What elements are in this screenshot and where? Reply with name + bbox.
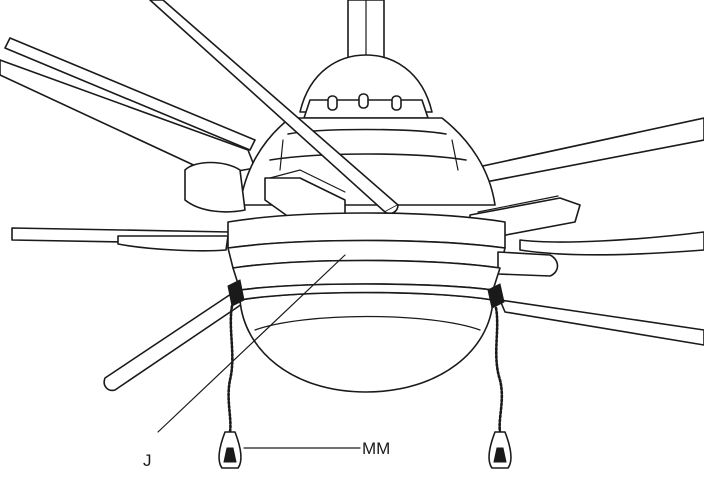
fan-blade-left-middle <box>11 227 233 252</box>
motor-top-dome <box>299 54 433 119</box>
switch-housing <box>227 212 559 277</box>
callout-label-j: J <box>143 451 152 470</box>
fan-blade-left-lower <box>103 287 246 392</box>
fan-blade-right-upper <box>452 117 704 186</box>
callout-label-mm: MM <box>362 439 390 458</box>
fan-blade-diagonal <box>149 0 399 215</box>
leader-line-j <box>157 254 346 433</box>
fan-blade-right-long <box>499 299 704 346</box>
fan-blade-right-lower <box>519 231 704 256</box>
pull-chain-left <box>218 279 245 469</box>
light-kit-glass <box>232 259 501 393</box>
pull-chain-right <box>487 283 512 469</box>
